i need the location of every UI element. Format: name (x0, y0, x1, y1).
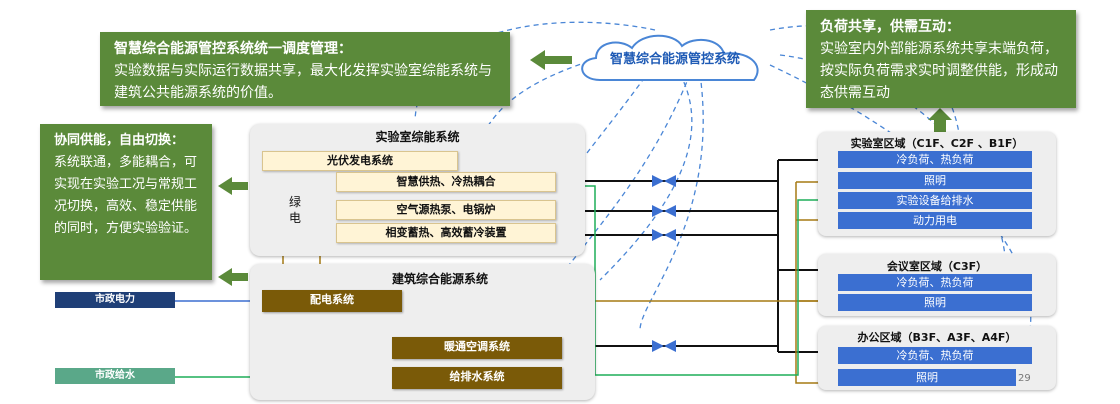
collaborative-supply-body: 系统联通，多能耦合，可实现在实验工况与常规工况切换，高效、稳定供能的同时，方便实… (54, 155, 198, 236)
collaborative-supply-note: 协同供能，自由切换： 系统联通，多能耦合，可实现在实验工况与常规工况切换，高效、… (40, 124, 212, 280)
power-distribution-box: 配电系统 (262, 290, 402, 312)
load-sharing-body: 实验室内外部能源系统共享末端负荷，按实际负荷需求实时调整供能，形成动态供需互动 (820, 41, 1058, 101)
water-system-box: 给排水系统 (392, 367, 562, 389)
unified-dispatch-title: 智慧综合能源管控系统统一调度管理： (114, 41, 352, 57)
lab-energy-system-title: 实验室综能系统 (375, 130, 460, 144)
lab-zone-load-2: 照明 (838, 172, 1032, 189)
building-energy-system-title: 建筑综合能源系统 (391, 272, 488, 286)
municipal-power-label: 市政电力 (55, 292, 175, 308)
municipal-water-label: 市政给水 (55, 368, 175, 384)
page-number: 29 (1018, 373, 1031, 384)
meeting-zone-load-2: 照明 (838, 294, 1032, 311)
cloud-label: 智慧综合能源管控系统 (609, 52, 740, 67)
meeting-zone-load-1: 冷负荷、热负荷 (838, 274, 1032, 291)
lab-zone-load-3: 实验设备给排水 (838, 192, 1032, 209)
lab-zone-load-1: 冷负荷、热负荷 (838, 151, 1032, 168)
lab-item-3: 相变蓄热、高效蓄冷装置 (336, 223, 556, 243)
collaborative-supply-title: 协同供能，自由切换： (54, 133, 185, 148)
load-sharing-title: 负荷共享，供需互动： (820, 19, 960, 35)
lab-zone-title: 实验室区域（C1F、C2F 、B1F） (850, 137, 1024, 150)
pv-system-box: 光伏发电系统 (262, 151, 458, 171)
unified-dispatch-note: 智慧综合能源管控系统统一调度管理： 实验数据与实际运行数据共享，最大化发挥实验室… (100, 32, 510, 106)
cloud-icon (581, 34, 759, 81)
meeting-zone-title: 会议室区域（C3F） (886, 260, 988, 273)
load-sharing-note: 负荷共享，供需互动： 实验室内外部能源系统共享末端负荷，按实际负荷需求实时调整供… (806, 10, 1076, 108)
office-zone-load-1: 冷负荷、热负荷 (838, 347, 1032, 364)
unified-dispatch-body: 实验数据与实际运行数据共享，最大化发挥实验室综能系统与建筑公共能源系统的价值。 (114, 63, 492, 101)
lab-zone-load-4: 动力用电 (838, 212, 1032, 229)
green-power-label: 绿电 (289, 195, 302, 225)
lab-item-1: 智慧供热、冷热耦合 (336, 172, 556, 192)
green-arrows (218, 50, 952, 286)
office-zone-title: 办公区域（B3F、A3F、A4F） (857, 331, 1017, 344)
office-zone-load-2: 照明 (838, 369, 1016, 386)
hvac-system-box: 暖通空调系统 (392, 337, 562, 359)
valve-icons (652, 175, 676, 352)
lab-item-2: 空气源热泵、电锅炉 (336, 200, 556, 220)
